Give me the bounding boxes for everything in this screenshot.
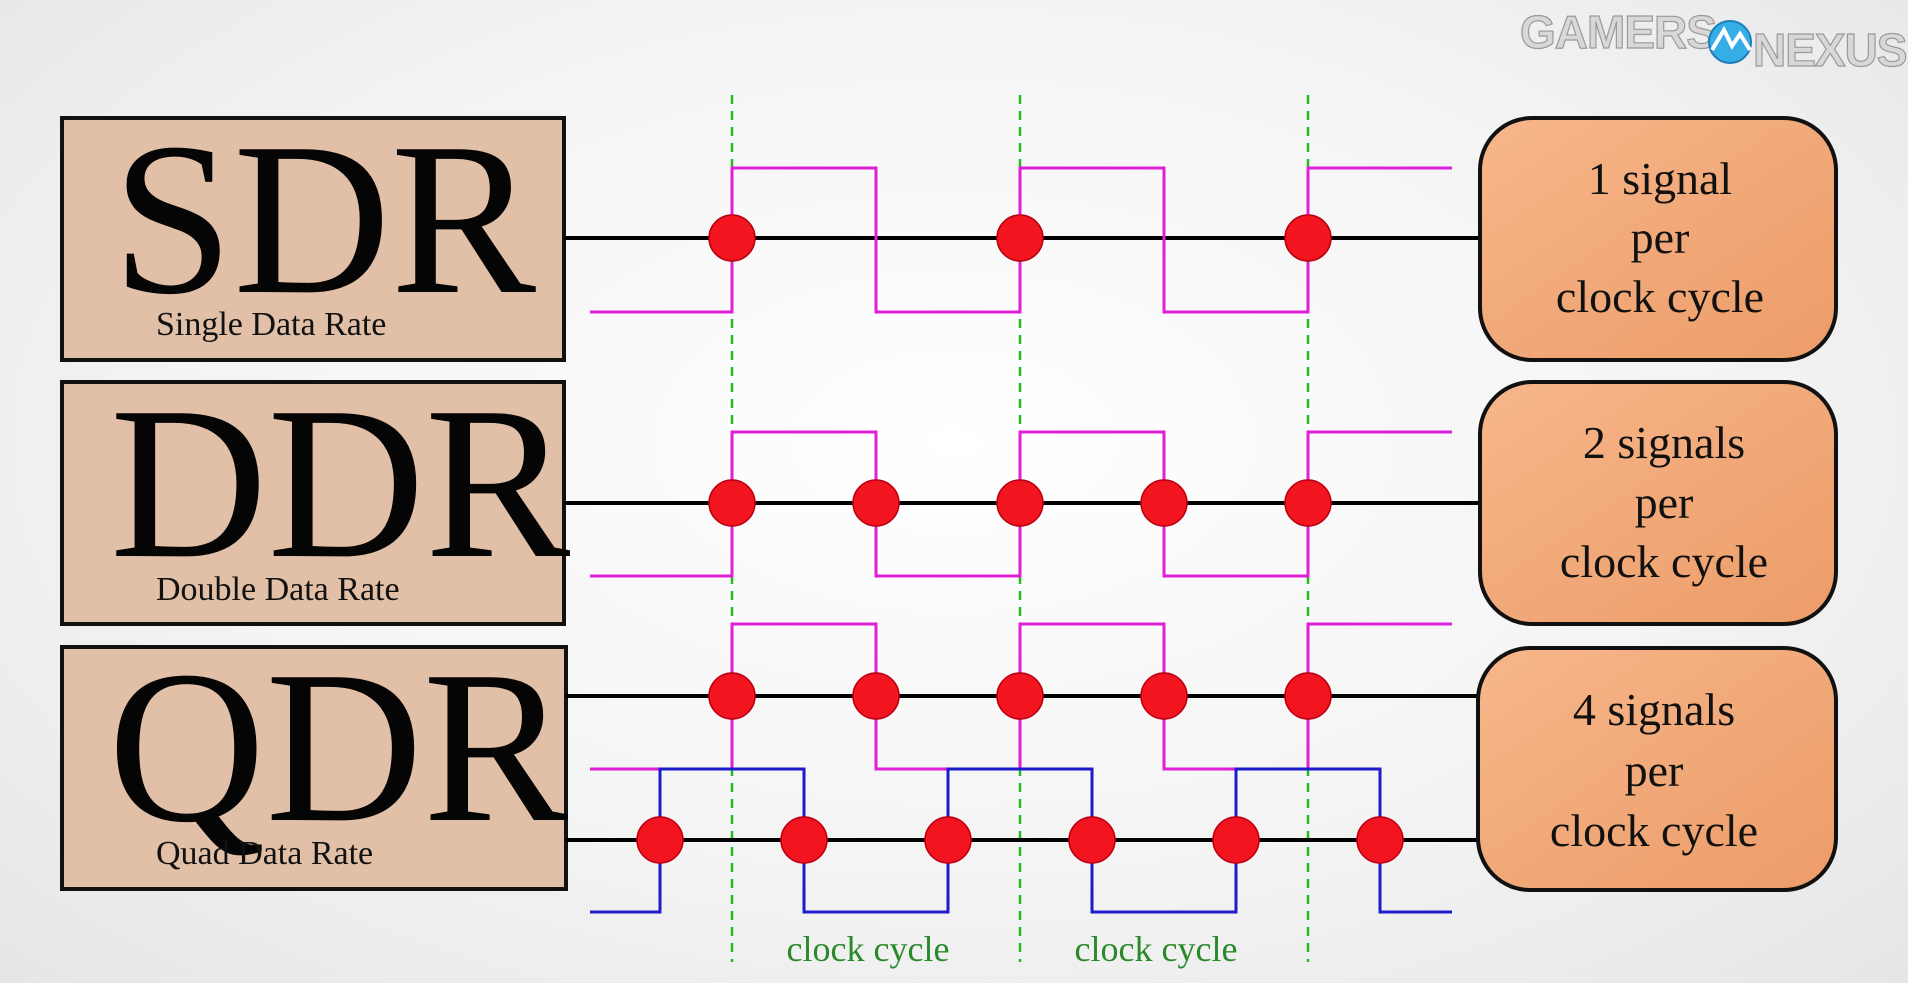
ddr-rate-line-1: 2 signals xyxy=(1583,417,1745,468)
qdr-rate-box xyxy=(1476,646,1838,892)
clock-cycle-label-1: clock cycle xyxy=(787,929,950,969)
sdr-rate-line-3: clock cycle xyxy=(1556,271,1764,322)
gamers-nexus-logo: GAMERS NEXUS xyxy=(1519,5,1908,76)
sample-point xyxy=(1140,479,1188,527)
sample-point xyxy=(1068,816,1116,864)
sdr-rate-line-2: per xyxy=(1631,212,1690,263)
logo-text-right: NEXUS xyxy=(1753,24,1906,76)
qdr-rate-line-3: clock cycle xyxy=(1550,805,1758,856)
qdr-rate-line-1: 4 signals xyxy=(1573,684,1735,735)
sample-point xyxy=(1140,672,1188,720)
sample-point xyxy=(636,816,684,864)
ddr-rate-line-2: per xyxy=(1635,477,1694,528)
sdr-abbreviation: SDR xyxy=(112,99,537,340)
logo-mark-icon xyxy=(1708,20,1752,64)
sample-point xyxy=(852,479,900,527)
qdr-abbreviation: QDR xyxy=(108,627,569,868)
sample-point xyxy=(924,816,972,864)
sample-point xyxy=(852,672,900,720)
sample-point xyxy=(1212,816,1260,864)
qdr-label-box xyxy=(60,645,568,891)
sample-point xyxy=(708,214,756,262)
logo-text-left: GAMERS xyxy=(1520,6,1716,58)
sdr-label-box xyxy=(60,116,566,362)
ddr-label-box xyxy=(60,380,566,626)
ddr-rate-line-3: clock cycle xyxy=(1560,536,1768,587)
sdr-rate-box xyxy=(1478,116,1838,362)
sample-point xyxy=(1284,214,1332,262)
sample-point xyxy=(708,479,756,527)
sample-point xyxy=(996,672,1044,720)
row-sdr: SDR Single Data Rate 1 signal per clock … xyxy=(60,99,1838,362)
sdr-full-name: Single Data Rate xyxy=(156,306,386,343)
sample-point xyxy=(708,672,756,720)
row-qdr: QDR Quad Data Rate 4 signals per clock c… xyxy=(60,622,1838,914)
sample-point xyxy=(1284,479,1332,527)
qdr-clock-waveform-secondary xyxy=(590,767,1452,914)
sample-point xyxy=(780,816,828,864)
row-ddr: DDR Double Data Rate 2 signals per clock… xyxy=(60,363,1838,626)
ddr-rate-box xyxy=(1478,380,1838,626)
ddr-abbreviation: DDR xyxy=(110,363,571,604)
qdr-rate-line-2: per xyxy=(1625,745,1684,796)
clock-cycle-label-2: clock cycle xyxy=(1075,929,1238,969)
qdr-full-name: Quad Data Rate xyxy=(156,835,373,872)
sample-point xyxy=(996,479,1044,527)
ddr-full-name: Double Data Rate xyxy=(156,571,400,608)
sample-point xyxy=(1356,816,1404,864)
sample-point xyxy=(996,214,1044,262)
sdr-rate-line-1: 1 signal xyxy=(1588,153,1732,204)
sample-point xyxy=(1284,672,1332,720)
